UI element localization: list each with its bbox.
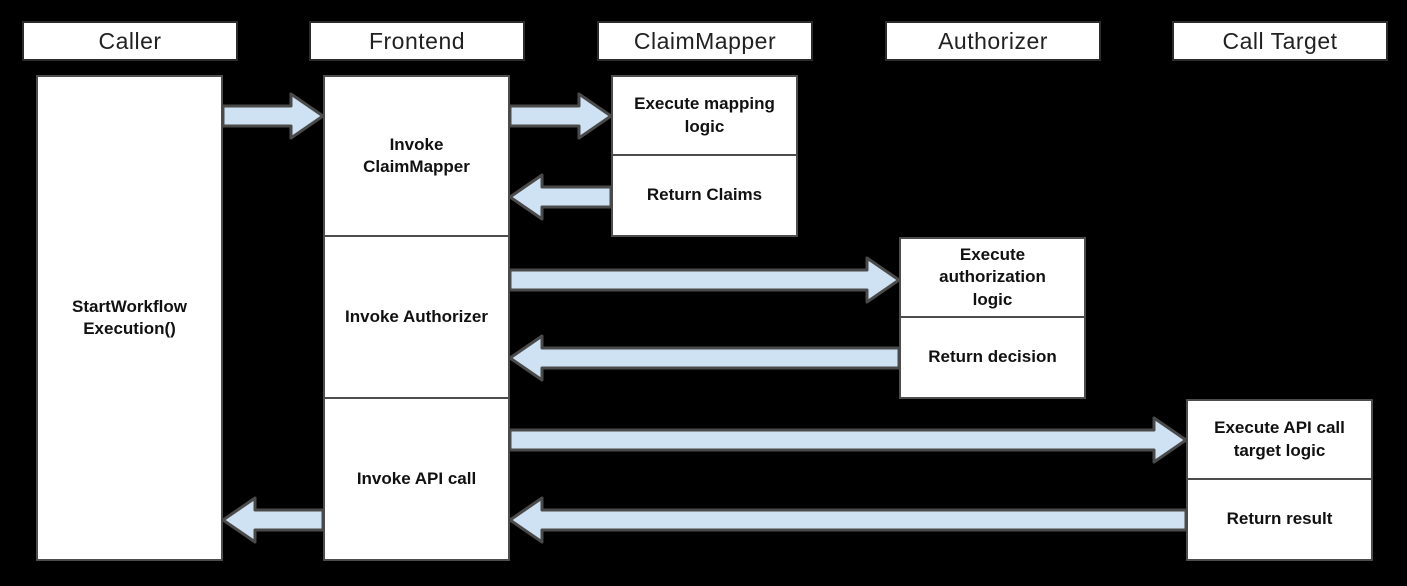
arrow-frontend-to-caller bbox=[221, 496, 325, 544]
box-label: Return Claims bbox=[646, 185, 763, 205]
box-label: StartWorkflow Execution() bbox=[72, 296, 187, 338]
box-execute-mapping-logic: Execute mapping logic bbox=[611, 75, 798, 156]
box-label: Invoke API call bbox=[356, 468, 477, 488]
arrow-frontend-to-claimmapper bbox=[508, 92, 613, 140]
arrow-frontend-to-call-target bbox=[508, 416, 1188, 464]
arrow-frontend-to-authorizer bbox=[508, 256, 901, 304]
column-header-authorizer: Authorizer bbox=[885, 21, 1101, 61]
box-label: Return result bbox=[1226, 509, 1333, 529]
box-label: Invoke Authorizer bbox=[345, 306, 488, 326]
box-label: Invoke ClaimMapper bbox=[363, 134, 470, 176]
box-invoke-authorizer: Invoke Authorizer bbox=[323, 235, 510, 399]
box-invoke-api-call: Invoke API call bbox=[323, 397, 510, 561]
box-label: Execute API call target logic bbox=[1214, 418, 1345, 460]
column-header-claimmapper: ClaimMapper bbox=[597, 21, 813, 61]
box-return-decision: Return decision bbox=[899, 316, 1086, 399]
box-invoke-claimmapper: Invoke ClaimMapper bbox=[323, 75, 510, 237]
box-execute-api-call-target-logic: Execute API call target logic bbox=[1186, 399, 1373, 480]
column-header-caller: Caller bbox=[22, 21, 238, 61]
box-execute-authorization-logic: Execute authorization logic bbox=[899, 237, 1086, 318]
box-return-result: Return result bbox=[1186, 478, 1373, 561]
arrow-caller-to-frontend bbox=[221, 92, 325, 140]
arrow-claimmapper-to-frontend bbox=[508, 173, 613, 221]
box-label: Execute mapping logic bbox=[634, 94, 775, 136]
box-label: Return decision bbox=[928, 347, 1057, 367]
arrow-call-target-to-frontend bbox=[508, 496, 1188, 544]
box-return-claims: Return Claims bbox=[611, 154, 798, 237]
box-startworkflow-execution: StartWorkflow Execution() bbox=[36, 75, 223, 561]
arrow-authorizer-to-frontend bbox=[508, 334, 901, 382]
column-header-frontend: Frontend bbox=[309, 21, 525, 61]
box-label: Execute authorization logic bbox=[939, 245, 1046, 309]
column-header-call-target: Call Target bbox=[1172, 21, 1388, 61]
